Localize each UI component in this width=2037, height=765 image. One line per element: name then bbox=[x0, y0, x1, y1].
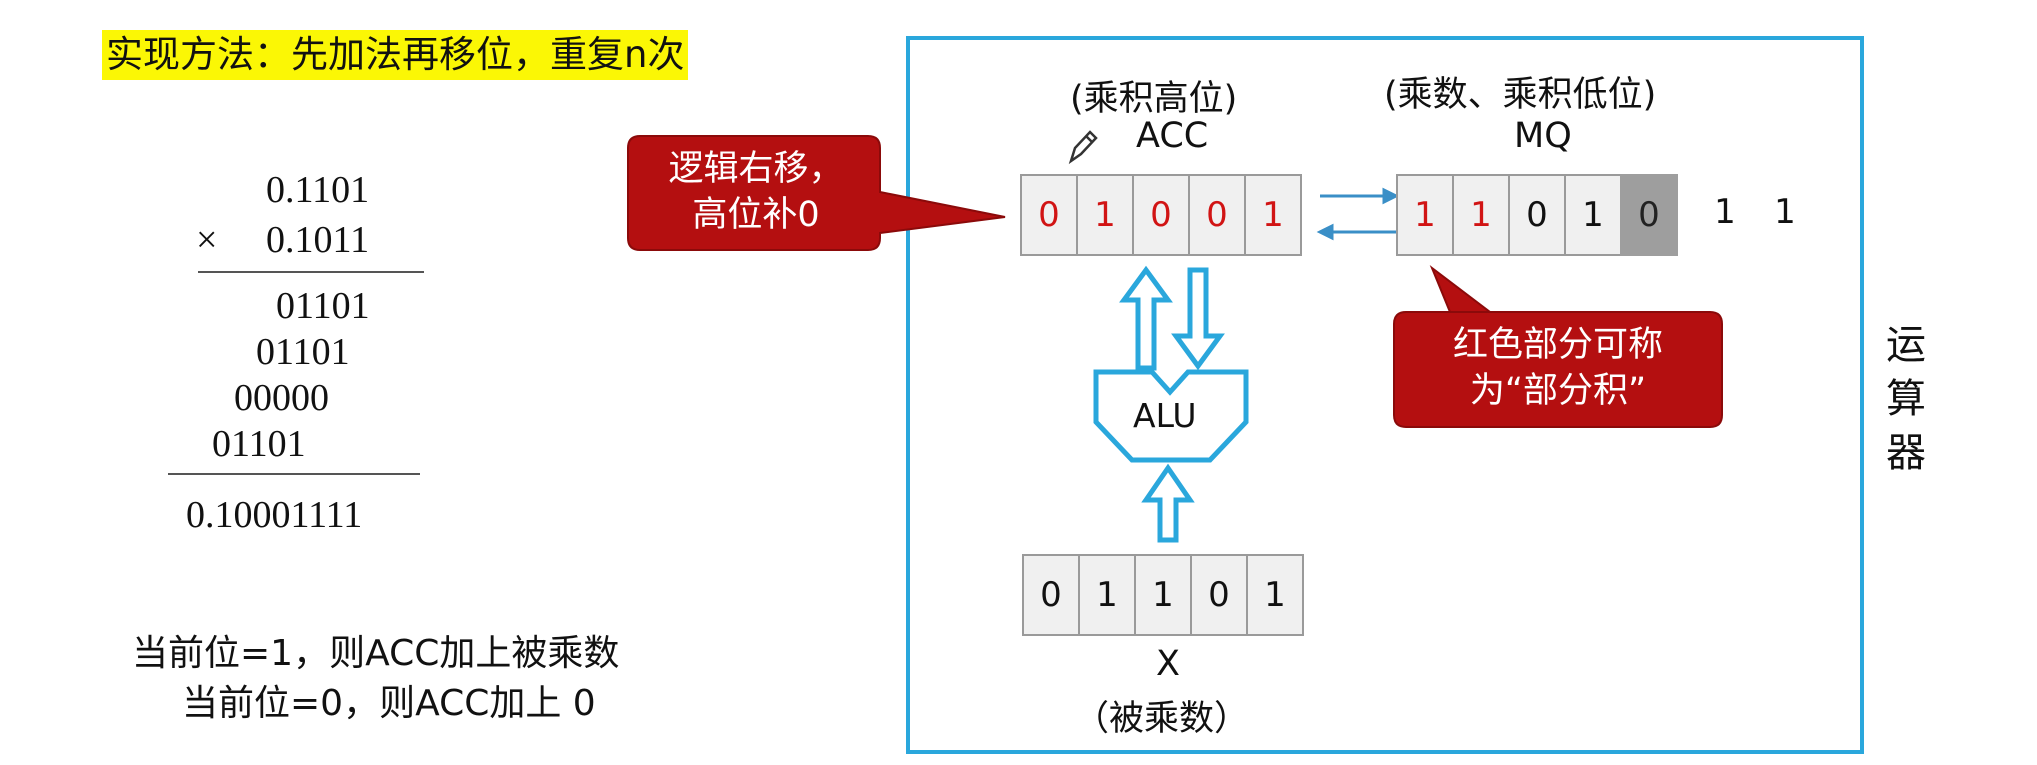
x-bit: 0 bbox=[1022, 554, 1080, 636]
divider-line bbox=[168, 473, 420, 475]
mq-bit: 1 bbox=[1452, 174, 1510, 256]
shifted-out-bit: 1 bbox=[1714, 192, 1736, 232]
alu-to-acc-arrow bbox=[1119, 265, 1173, 371]
partial-product-row: 01101 bbox=[212, 423, 306, 465]
mq-caption: (乘数、乘积低位) bbox=[1384, 75, 1657, 115]
shift-callout-line-2: 高位补0 bbox=[692, 195, 820, 235]
acc-name: ACC bbox=[1136, 116, 1209, 156]
x-bit: 1 bbox=[1078, 554, 1136, 636]
partial-callout-line-1: 红色部分可称 bbox=[1452, 325, 1663, 365]
partial-product-callout-text: 红色部分可称 为“部分积” bbox=[1400, 322, 1716, 414]
x-to-alu-arrow bbox=[1141, 463, 1195, 543]
rule-line-2: 当前位=0，则ACC加上 0 bbox=[182, 683, 596, 724]
mq-bit: 1 bbox=[1564, 174, 1622, 256]
x-register: 0 1 1 0 1 bbox=[1022, 554, 1304, 636]
acc-register: 0 1 0 0 1 bbox=[1020, 174, 1302, 256]
acc-bit: 0 bbox=[1132, 174, 1190, 256]
partial-callout-line-2: 为“部分积” bbox=[1469, 371, 1647, 411]
rule-line-1: 当前位=1，则ACC加上被乘数 bbox=[132, 633, 620, 674]
acc-caption: (乘积高位) bbox=[1070, 79, 1238, 119]
partial-product-callout-bubble bbox=[1393, 264, 1723, 428]
alu-shape bbox=[1093, 369, 1249, 463]
acc-bit: 1 bbox=[1244, 174, 1302, 256]
pencil-icon bbox=[1068, 130, 1098, 165]
mq-name: MQ bbox=[1514, 116, 1572, 156]
x-name: X bbox=[1156, 644, 1180, 684]
shift-callout-text: 逻辑右移， 高位补0 bbox=[636, 146, 876, 238]
acc-bit: 0 bbox=[1020, 174, 1078, 256]
multiply-sign: × bbox=[196, 219, 218, 261]
product-result: 0.10001111 bbox=[186, 494, 363, 536]
page-title: 实现方法：先加法再移位，重复n次 bbox=[102, 30, 689, 80]
shifted-out-bit: 1 bbox=[1774, 192, 1796, 232]
x-caption: （被乘数） bbox=[1074, 699, 1250, 739]
acc-to-mq-arrow bbox=[1320, 187, 1400, 205]
partial-product-row: 01101 bbox=[276, 285, 370, 327]
partial-product-row: 01101 bbox=[256, 331, 350, 373]
arithmetic-unit-frame bbox=[906, 36, 1864, 754]
acc-to-alu-arrow bbox=[1171, 267, 1225, 371]
multiplicand: 0.1101 bbox=[266, 169, 370, 211]
partial-product-row: 00000 bbox=[234, 377, 329, 419]
divider-line bbox=[198, 271, 424, 273]
x-bit: 1 bbox=[1246, 554, 1304, 636]
mq-bit: 0 bbox=[1508, 174, 1566, 256]
mq-bit: 1 bbox=[1396, 174, 1454, 256]
shift-callout-line-1: 逻辑右移， bbox=[668, 149, 844, 189]
mq-to-acc-arrow bbox=[1316, 223, 1396, 241]
mq-register: 1 1 0 1 0 bbox=[1396, 174, 1678, 256]
acc-bit: 1 bbox=[1076, 174, 1134, 256]
mq-shift-bit: 0 bbox=[1620, 174, 1678, 256]
acc-bit: 0 bbox=[1188, 174, 1246, 256]
multiplier: 0.1011 bbox=[266, 219, 370, 261]
shift-callout-bubble bbox=[627, 135, 1006, 251]
x-bit: 0 bbox=[1190, 554, 1248, 636]
x-bit: 1 bbox=[1134, 554, 1192, 636]
arithmetic-unit-label: 运 算 器 bbox=[1886, 322, 1926, 476]
alu-label: ALU bbox=[1133, 396, 1197, 435]
